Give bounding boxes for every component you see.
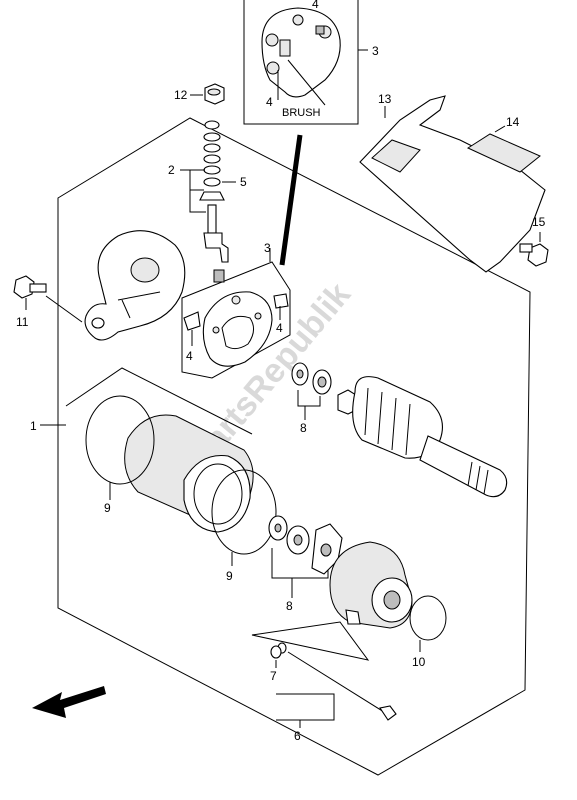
callout-4-main-left: 4 — [186, 349, 193, 363]
inset-pointer-line — [279, 134, 303, 266]
callout-14: 14 — [506, 115, 520, 129]
callout-13: 13 — [378, 92, 392, 106]
callout-4-inset-top: 4 — [312, 0, 319, 11]
part-7-o-ring: 7 — [270, 645, 282, 683]
part-8-washers-top: 8 — [291, 362, 332, 435]
part-end-cover — [84, 230, 186, 341]
callout-3-main: 3 — [264, 241, 271, 255]
brush-inset: BRUSH 4 4 3 — [243, 0, 379, 125]
part-2-washer-stack: 2 5 — [168, 120, 247, 263]
callout-11: 11 — [16, 315, 29, 329]
callout-10: 10 — [412, 655, 426, 669]
callout-12: 12 — [174, 88, 188, 102]
callout-15: 15 — [532, 215, 546, 229]
callout-4-main-right: 4 — [276, 321, 283, 335]
callout-8-top: 8 — [300, 421, 307, 435]
assembly-frame — [57, 117, 531, 776]
callout-3-inset: 3 — [372, 44, 379, 58]
part-10-o-ring: 10 — [409, 595, 447, 669]
part-11-bolt: 11 — [13, 275, 83, 329]
part-front-housing — [329, 541, 413, 629]
callout-6: 6 — [294, 729, 301, 743]
callout-9-left: 9 — [104, 501, 111, 515]
callout-4-inset-bottom: 4 — [266, 95, 273, 109]
callout-5: 5 — [240, 175, 247, 189]
part-12-nut: 12 — [174, 83, 225, 105]
part-3-brush-plate: 3 4 4 — [181, 241, 291, 379]
part-14-pad: 14 — [466, 115, 541, 173]
direction-arrow-icon — [32, 686, 106, 718]
callout-1: 1 — [30, 419, 37, 433]
callout-7: 7 — [270, 669, 277, 683]
callout-2: 2 — [168, 163, 175, 177]
part-9-o-rings: 9 9 — [85, 395, 277, 583]
callout-9-mid: 9 — [226, 569, 233, 583]
brush-label: BRUSH — [282, 107, 321, 119]
part-1-yoke-housing: 1 — [30, 367, 254, 533]
part-armature — [337, 376, 508, 498]
callout-8-bottom: 8 — [286, 599, 293, 613]
part-8-washers-bottom: 8 — [268, 515, 343, 613]
part-15-bolt: 15 — [519, 215, 549, 267]
